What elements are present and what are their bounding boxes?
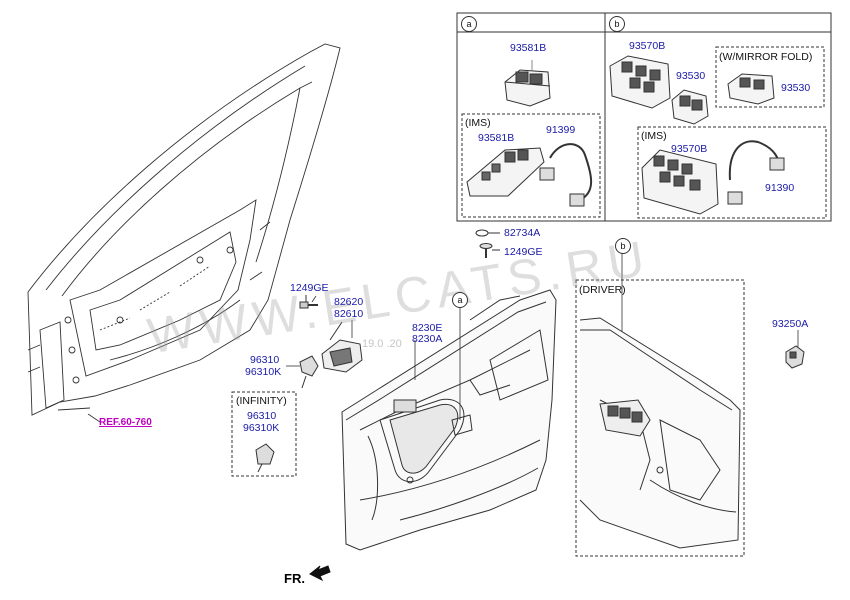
label-93250A: 93250A [772,318,809,330]
callout-b-panel: b [615,238,631,254]
switch-93530-mirror [727,73,775,105]
clip-82734A [475,229,500,237]
label-82734A: 82734A [504,227,541,239]
label-infinity: (INFINITY) [236,395,287,407]
label-91390: 91390 [765,182,795,194]
infinity-box [231,391,297,477]
label-8230A: 8230A [412,333,443,345]
label-96310K: 96310K [245,366,282,378]
label-ims-a: (IMS) [465,117,491,129]
label-driver: (DRIVER) [579,284,626,296]
label-8230E: 8230E [412,322,443,334]
switch-93581B-ims [466,143,593,207]
label-ref-60-760[interactable]: REF.60-760 [99,417,152,428]
door-trim-panel [341,289,557,551]
screw-1249GE-left [299,295,318,309]
switch-93530-left [671,89,709,125]
label-96310-infinity: 96310 [247,410,277,422]
label-96310K-infinity: 96310K [243,422,280,434]
door-frame [27,43,341,416]
inside-handle [321,321,363,373]
label-ims-b: (IMS) [641,130,667,142]
front-arrow-icon [309,565,331,582]
label-93570B-top: 93570B [629,40,666,52]
callout-a-table: a [461,16,477,32]
switch-93570B-ims [641,140,785,215]
label-93570B-ims: 93570B [671,143,708,155]
label-93581B-ims: 93581B [478,132,515,144]
callout-a-panel: a [452,292,468,308]
label-93581B-top: 93581B [510,42,547,54]
label-91399: 91399 [546,124,576,136]
label-1249GE-left: 1249GE [290,282,329,294]
label-96310: 96310 [250,354,280,366]
label-93530-left: 93530 [676,70,706,82]
label-1249GE-top: 1249GE [504,246,543,258]
callout-b-table: b [609,16,625,32]
label-82610: 82610 [334,308,364,320]
switch-93570B [609,55,671,109]
sensor-96310-infinity [255,443,275,473]
label-front: FR. [284,571,305,586]
switch-93250A [785,345,805,369]
label-mirror-fold: (W/MIRROR FOLD) [719,51,813,63]
sensor-96310 [299,355,319,389]
label-93530-right: 93530 [781,82,811,94]
driver-trim-panel [579,317,741,549]
switch-93581B [504,60,551,107]
label-82620: 82620 [334,296,364,308]
driver-box [575,279,745,557]
screw-1249GE-top [479,243,500,258]
option-table [456,12,832,222]
watermark-date: 19.0 .20 [362,338,402,350]
